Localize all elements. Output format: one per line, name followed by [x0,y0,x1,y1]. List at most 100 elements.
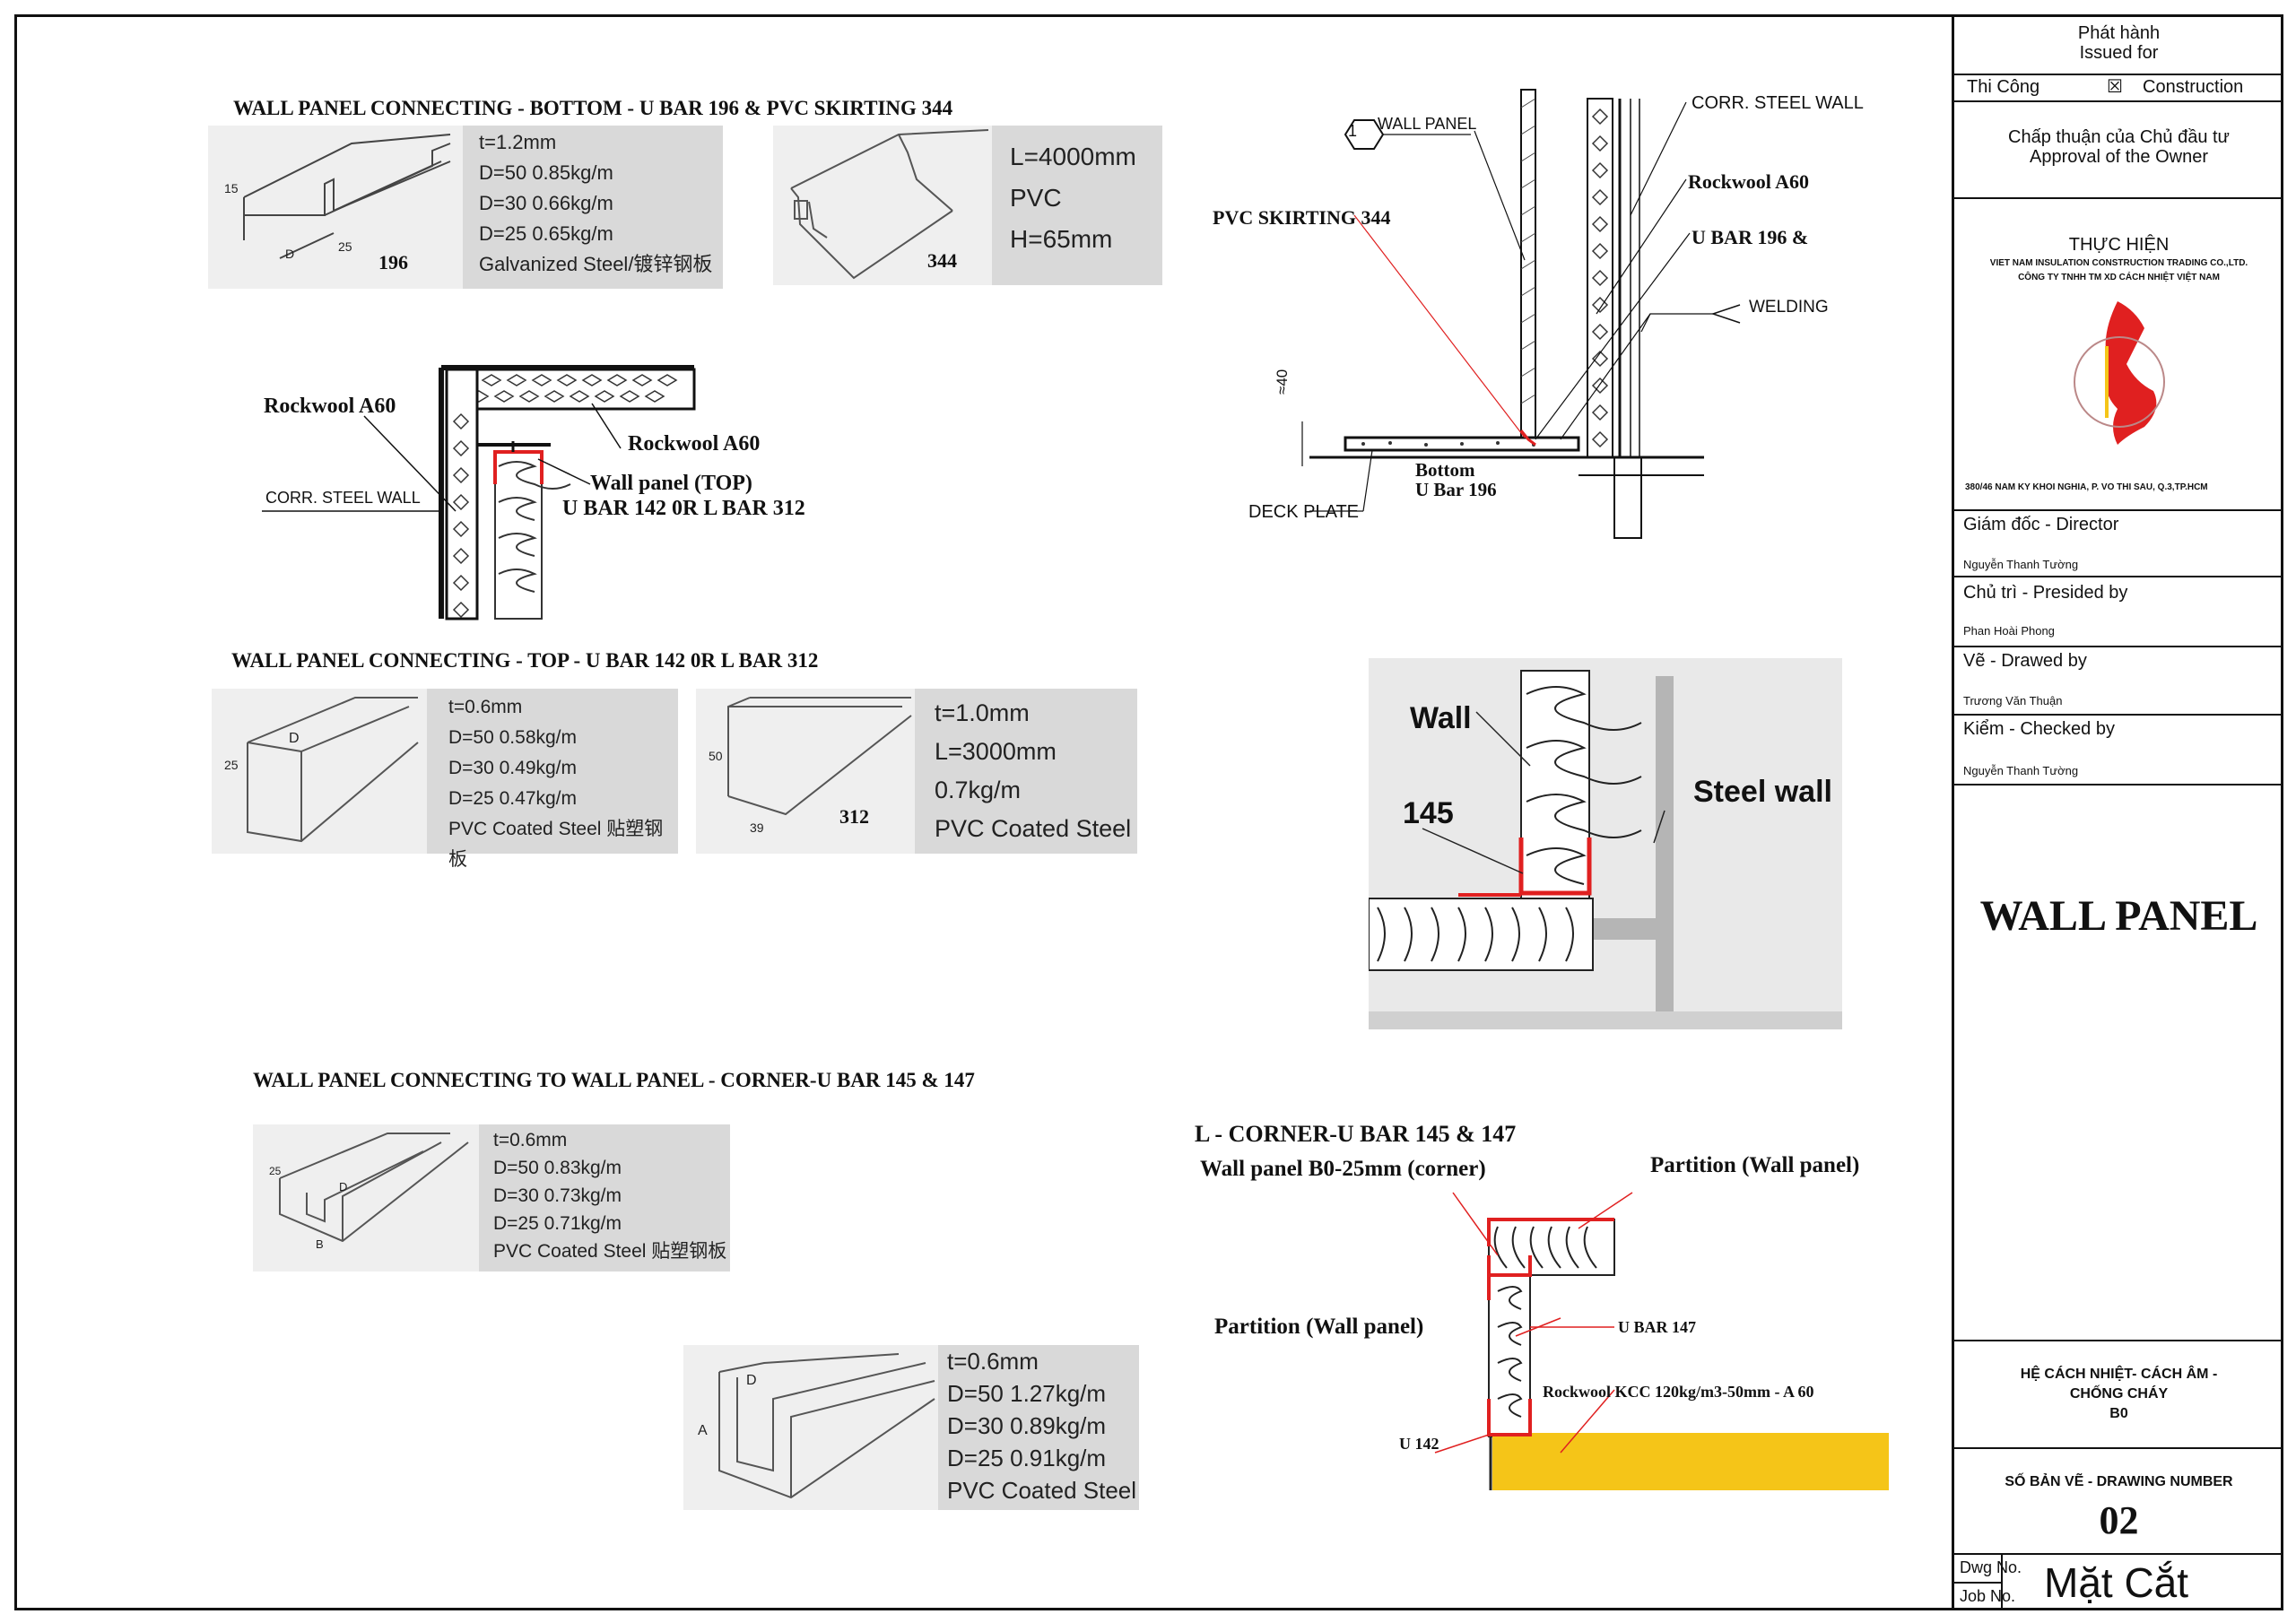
job-no-label: Job No. [1960,1587,2016,1605]
corner-photo [1368,658,1842,1029]
pvc-skirting-344-spec: L=4000mm PVC H=65mm [992,126,1162,285]
dwg-no-label: Dwg No. [1960,1558,2022,1576]
dim-d-label: D [746,1373,757,1388]
partition-left-label: Partition (Wall panel) [1214,1315,1424,1339]
lcorner-section-title: L - CORNER-U BAR 145 & 147 [1195,1121,1517,1147]
dim-25-label: 25 [269,1165,282,1177]
part-number-label: 196 [378,251,408,273]
deck-plate-label: DECK PLATE [1248,502,1359,522]
ubar-196-label: U BAR 196 & [1692,226,1809,248]
title-block: Phát hành Issued for Thi Công ☒ Construc… [1952,14,2283,1610]
partition-right-label: Partition (Wall panel) [1650,1153,1860,1177]
drawing-number: 02 [2099,1498,2139,1542]
company-logo [2074,301,2165,445]
construction-checkbox[interactable]: ☒ [2107,77,2123,97]
corr-wall-label: CORR. STEEL WALL [1692,93,1864,113]
mat-cat-label: Mặt Cắt [2044,1559,2189,1606]
ubar-196-bottom-label: U Bar 196 [1415,479,1497,500]
spec-line: t=0.6mm [493,1130,568,1150]
ubar-196-image: 15 25 D 196 [208,126,463,289]
ubar-145-image: 25 D B [253,1124,479,1271]
spec-line: 0.7kg/m [935,777,1022,803]
dim-b-label: B [316,1237,324,1251]
ubar-142-spec: t=0.6mm D=50 0.58kg/m D=30 0.49kg/m D=25… [427,689,678,870]
system-line: CHỐNG CHÁY [2069,1386,2169,1402]
spec-line: L=4000mm [1010,143,1136,170]
u142-label: U 142 [1399,1435,1439,1453]
pvc-skirting-344-image: 344 [773,126,992,285]
ubar-142-image: 25 D [212,689,427,854]
bottom-connection-detail [1301,89,1741,539]
ubar-142-label: U BAR 142 0R L BAR 312 [562,497,805,520]
lbar-312-spec: t=1.0mm L=3000mm 0.7kg/m PVC Coated Stee… [915,689,1137,854]
dim-50-label: 50 [709,749,723,763]
drawed-label: Vẽ - Drawed by [1963,651,2087,671]
presided-name: Phan Hoài Phong [1963,624,2055,638]
spec-line: L=3000mm [935,738,1057,765]
spec-line: PVC Coated Steel 贴塑钢板 [448,819,664,870]
ubar-147-spec: t=0.6mm D=50 1.27kg/m D=30 0.89kg/m D=25… [938,1345,1139,1510]
wall-panel-top-label: Wall panel (TOP) [590,472,752,495]
spec-line: D=50 0.83kg/m [493,1158,622,1178]
spec-line: t=0.6mm [448,697,523,717]
issued-en: Issued for [2079,43,2159,63]
dim-25-label: 25 [224,758,239,772]
thuc-hien-label: THỰC HIỆN [2068,235,2170,255]
spec-line: D=50 0.58kg/m [448,727,578,748]
spec-line: t=1.2mm [479,131,557,153]
dim-d-label: D [285,247,294,261]
wall-panel-label: WALL PANEL [1378,115,1477,133]
thi-cong-label: Thi Công [1967,77,2040,97]
welding-label: WELDING [1749,298,1829,317]
director-name: Nguyễn Thanh Tường [1963,558,2079,571]
system-line: B0 [2109,1406,2128,1421]
steel-wall-photo-label: Steel wall [1693,775,1832,809]
dim-25-label: 25 [338,239,352,254]
bubble-number: 1 [1348,122,1358,140]
l-corner-detail [1434,1192,1889,1490]
checked-label: Kiểm - Checked by [1963,719,2115,739]
part-number-label: 344 [927,249,957,272]
spec-line: D=30 0.49kg/m [448,758,578,778]
spec-line: PVC Coated Steel [947,1477,1137,1504]
spec-line: D=30 0.89kg/m [947,1412,1107,1439]
construction-label: Construction [2143,77,2244,97]
rockwool-label: Rockwool A60 [1688,170,1810,193]
system-line: HỆ CÁCH NHIỆT- CÁCH ÂM - [2020,1367,2218,1382]
wall-panel-corner-label: Wall panel B0-25mm (corner) [1200,1157,1486,1181]
wall-photo-label: Wall [1410,701,1472,735]
director-label: Giám đốc - Director [1963,515,2119,534]
drawing-number-label: SỐ BẢN VẼ - DRAWING NUMBER [2005,1474,2233,1489]
drawing-border [14,14,2283,1610]
ubar-145-spec: t=0.6mm D=50 0.83kg/m D=30 0.73kg/m D=25… [479,1124,730,1271]
company-name-en: VIET NAM INSULATION CONSTRUCTION TRADING… [1989,258,2248,268]
corr-wall-label: CORR. STEEL WALL [265,489,421,507]
spec-line: D=50 0.85kg/m [479,161,613,184]
ubar-147-image: A D [683,1345,938,1510]
company-name-vi: CÔNG TY TNHH TM XD CÁCH NHIỆT VIỆT NAM [2018,273,2220,282]
pvc-skirting-label: PVC SKIRTING 344 [1213,206,1391,229]
bottom-label: Bottom [1415,459,1475,481]
approval-en: Approval of the Owner [2030,147,2208,167]
issued-vi: Phát hành [2077,23,2161,43]
spec-line: D=25 0.91kg/m [947,1445,1107,1471]
part-number-label: 312 [839,805,869,828]
spec-line: D=25 0.71kg/m [493,1213,622,1234]
spec-line: D=30 0.66kg/m [479,192,613,214]
dim-39-label: 39 [750,820,764,835]
approval-vi: Chấp thuận của Chủ đầu tư [2008,127,2230,147]
rockwool-left-label: Rockwool A60 [264,395,396,418]
presided-label: Chủ trì - Presided by [1963,583,2128,603]
dim-40-label: ≈40 [1274,369,1291,395]
drawed-name: Trương Văn Thuận [1963,694,2063,707]
spec-line: t=0.6mm [947,1348,1039,1375]
spec-line: t=1.0mm [935,699,1030,726]
dim-d-label: D [289,731,300,746]
bottom-section-title: WALL PANEL CONNECTING - BOTTOM - U BAR 1… [233,97,953,119]
checked-name: Nguyễn Thanh Tường [1963,764,2079,777]
rockwool-kcc-label: Rockwool KCC 120kg/m3-50mm - A 60 [1543,1383,1814,1401]
part-145-photo-label: 145 [1403,796,1454,830]
spec-line: H=65mm [1010,225,1113,253]
corner-section-title: WALL PANEL CONNECTING TO WALL PANEL - CO… [253,1069,975,1091]
dwg-divider [2001,1553,2003,1610]
